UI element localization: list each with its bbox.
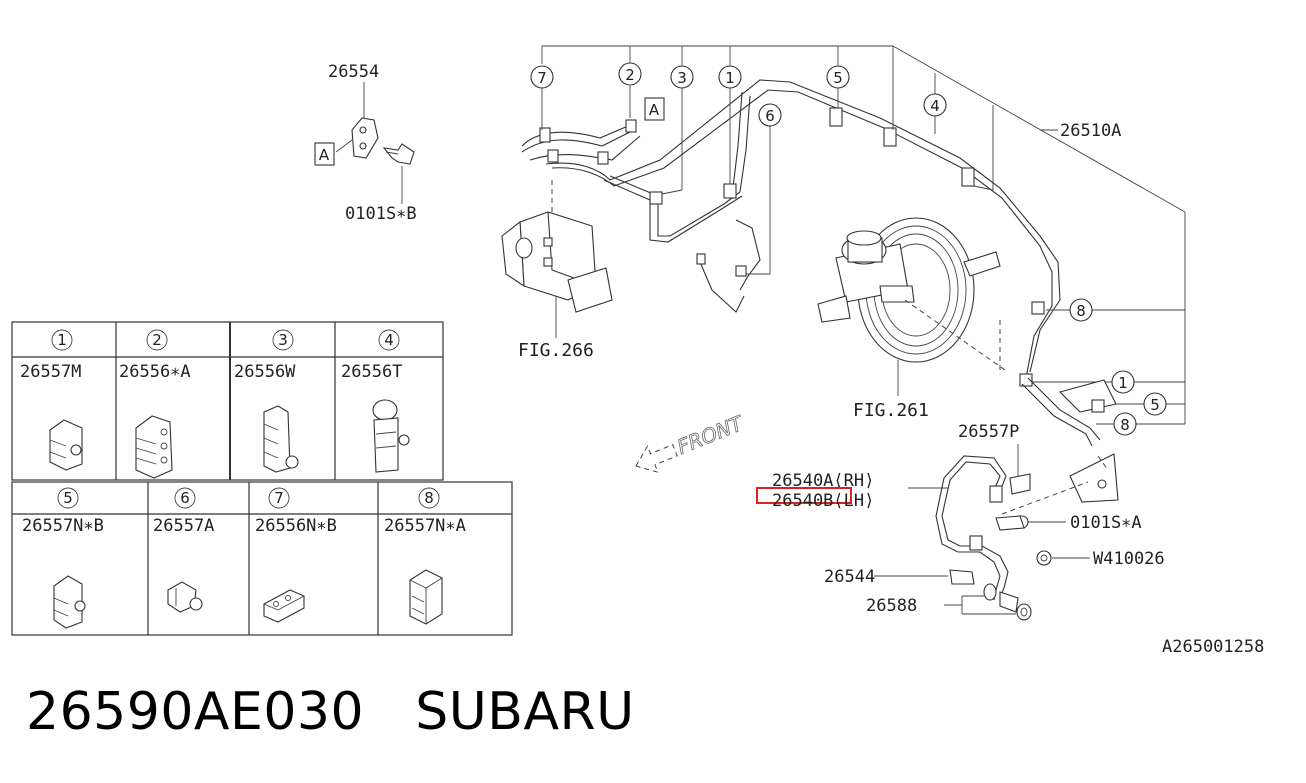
clip-legend-table: 1 2 3 4 26557M 26556∗A 26556W 26556T: [11, 321, 513, 636]
abs-unit: FIG.266: [501, 180, 613, 361]
callout-26540b-lh: 26540B⟨LH⟩: [772, 491, 874, 511]
highlight-26540b: [756, 487, 852, 504]
legend-num-2: 2: [152, 331, 162, 349]
callout-26557p: 26557P: [958, 422, 1019, 442]
bubble-8-right-upper: 8: [1076, 302, 1086, 320]
bubble-3-top: 3: [677, 69, 687, 87]
legend-part-26557n-b: 26557N∗B: [22, 516, 104, 536]
callout-0101s-a: 0101S∗A: [1070, 513, 1142, 533]
clip-icon-3: [263, 405, 299, 473]
callout-26544: 26544: [824, 567, 875, 587]
legend-part-26557a: 26557A: [153, 516, 214, 536]
label-fig266: FIG.266: [518, 340, 594, 361]
callout-bubbles-right: 8 1 5 8: [1001, 298, 1185, 515]
bubble-5-top: 5: [833, 69, 843, 87]
legend-num-5: 5: [63, 489, 73, 507]
legend-part-26556a: 26556∗A: [119, 362, 191, 382]
legend-part-26557m: 26557M: [20, 362, 81, 382]
legend-part-26556n-b: 26556N∗B: [255, 516, 337, 536]
bubble-6-top: 6: [765, 107, 775, 125]
brake-pipes-upper: A: [521, 79, 1061, 387]
clip-icon-2: [135, 415, 173, 479]
bubble-1-top: 1: [725, 69, 735, 87]
marker-a-right: A: [649, 101, 660, 119]
brake-booster: FIG.261: [817, 217, 1006, 421]
clip-icon-7: [263, 589, 305, 623]
callout-26540a-rh: 26540A⟨RH⟩: [772, 471, 874, 491]
legend-num-8: 8: [424, 489, 434, 507]
marker-a-box-right: [644, 97, 665, 121]
clip-icon-6: [167, 581, 203, 613]
bubble-2-top: 2: [625, 66, 635, 84]
bubble-8-right-lower: 8: [1120, 416, 1130, 434]
bubble-1-right: 1: [1118, 374, 1128, 392]
marker-a-left: A: [319, 146, 330, 164]
footer-caption: 26590AE030 SUBARU: [26, 682, 635, 742]
clip-icon-8: [409, 569, 443, 625]
callout-bubbles-top: 7 2 3 1 6 5 4: [530, 62, 947, 127]
brake-hose-assembly: 26557P 26540A⟨RH⟩ 26540B⟨LH⟩ 0101S∗A W41…: [756, 422, 1165, 621]
reference-code: A265001258: [1162, 637, 1264, 657]
callout-w410026: W410026: [1093, 549, 1165, 569]
callout-26588: 26588: [866, 596, 917, 616]
top-leader-frame: [541, 45, 1186, 424]
marker-a-box-left: [314, 142, 335, 166]
front-arrow: FRONT: [635, 410, 748, 473]
legend-num-6: 6: [180, 489, 190, 507]
callout-26554: 26554: [328, 62, 379, 82]
clip-icon-4: [372, 399, 410, 473]
label-fig261: FIG.261: [853, 400, 929, 421]
clip-icon-1: [49, 419, 83, 471]
bracket-26554-group: 26554 A 0101S∗B: [314, 62, 417, 224]
legend-part-26556t: 26556T: [341, 362, 402, 382]
legend-num-1: 1: [57, 331, 67, 349]
legend-num-7: 7: [274, 489, 284, 507]
bubble-4-top: 4: [930, 97, 940, 115]
footer-brand: SUBARU: [415, 682, 635, 742]
callout-26510a: 26510A: [1060, 121, 1121, 141]
legend-num-3: 3: [278, 331, 288, 349]
legend-part-26556w: 26556W: [234, 362, 296, 382]
bubble-5-right: 5: [1150, 396, 1160, 414]
legend-part-26557n-a: 26557N∗A: [384, 516, 466, 536]
footer-part-number: 26590AE030: [26, 682, 365, 742]
front-label: FRONT: [674, 410, 748, 459]
legend-num-4: 4: [384, 331, 394, 349]
clip-icon-5: [53, 575, 86, 629]
bubble-7-top: 7: [537, 69, 547, 87]
callout-0101s-b: 0101S∗B: [345, 204, 417, 224]
